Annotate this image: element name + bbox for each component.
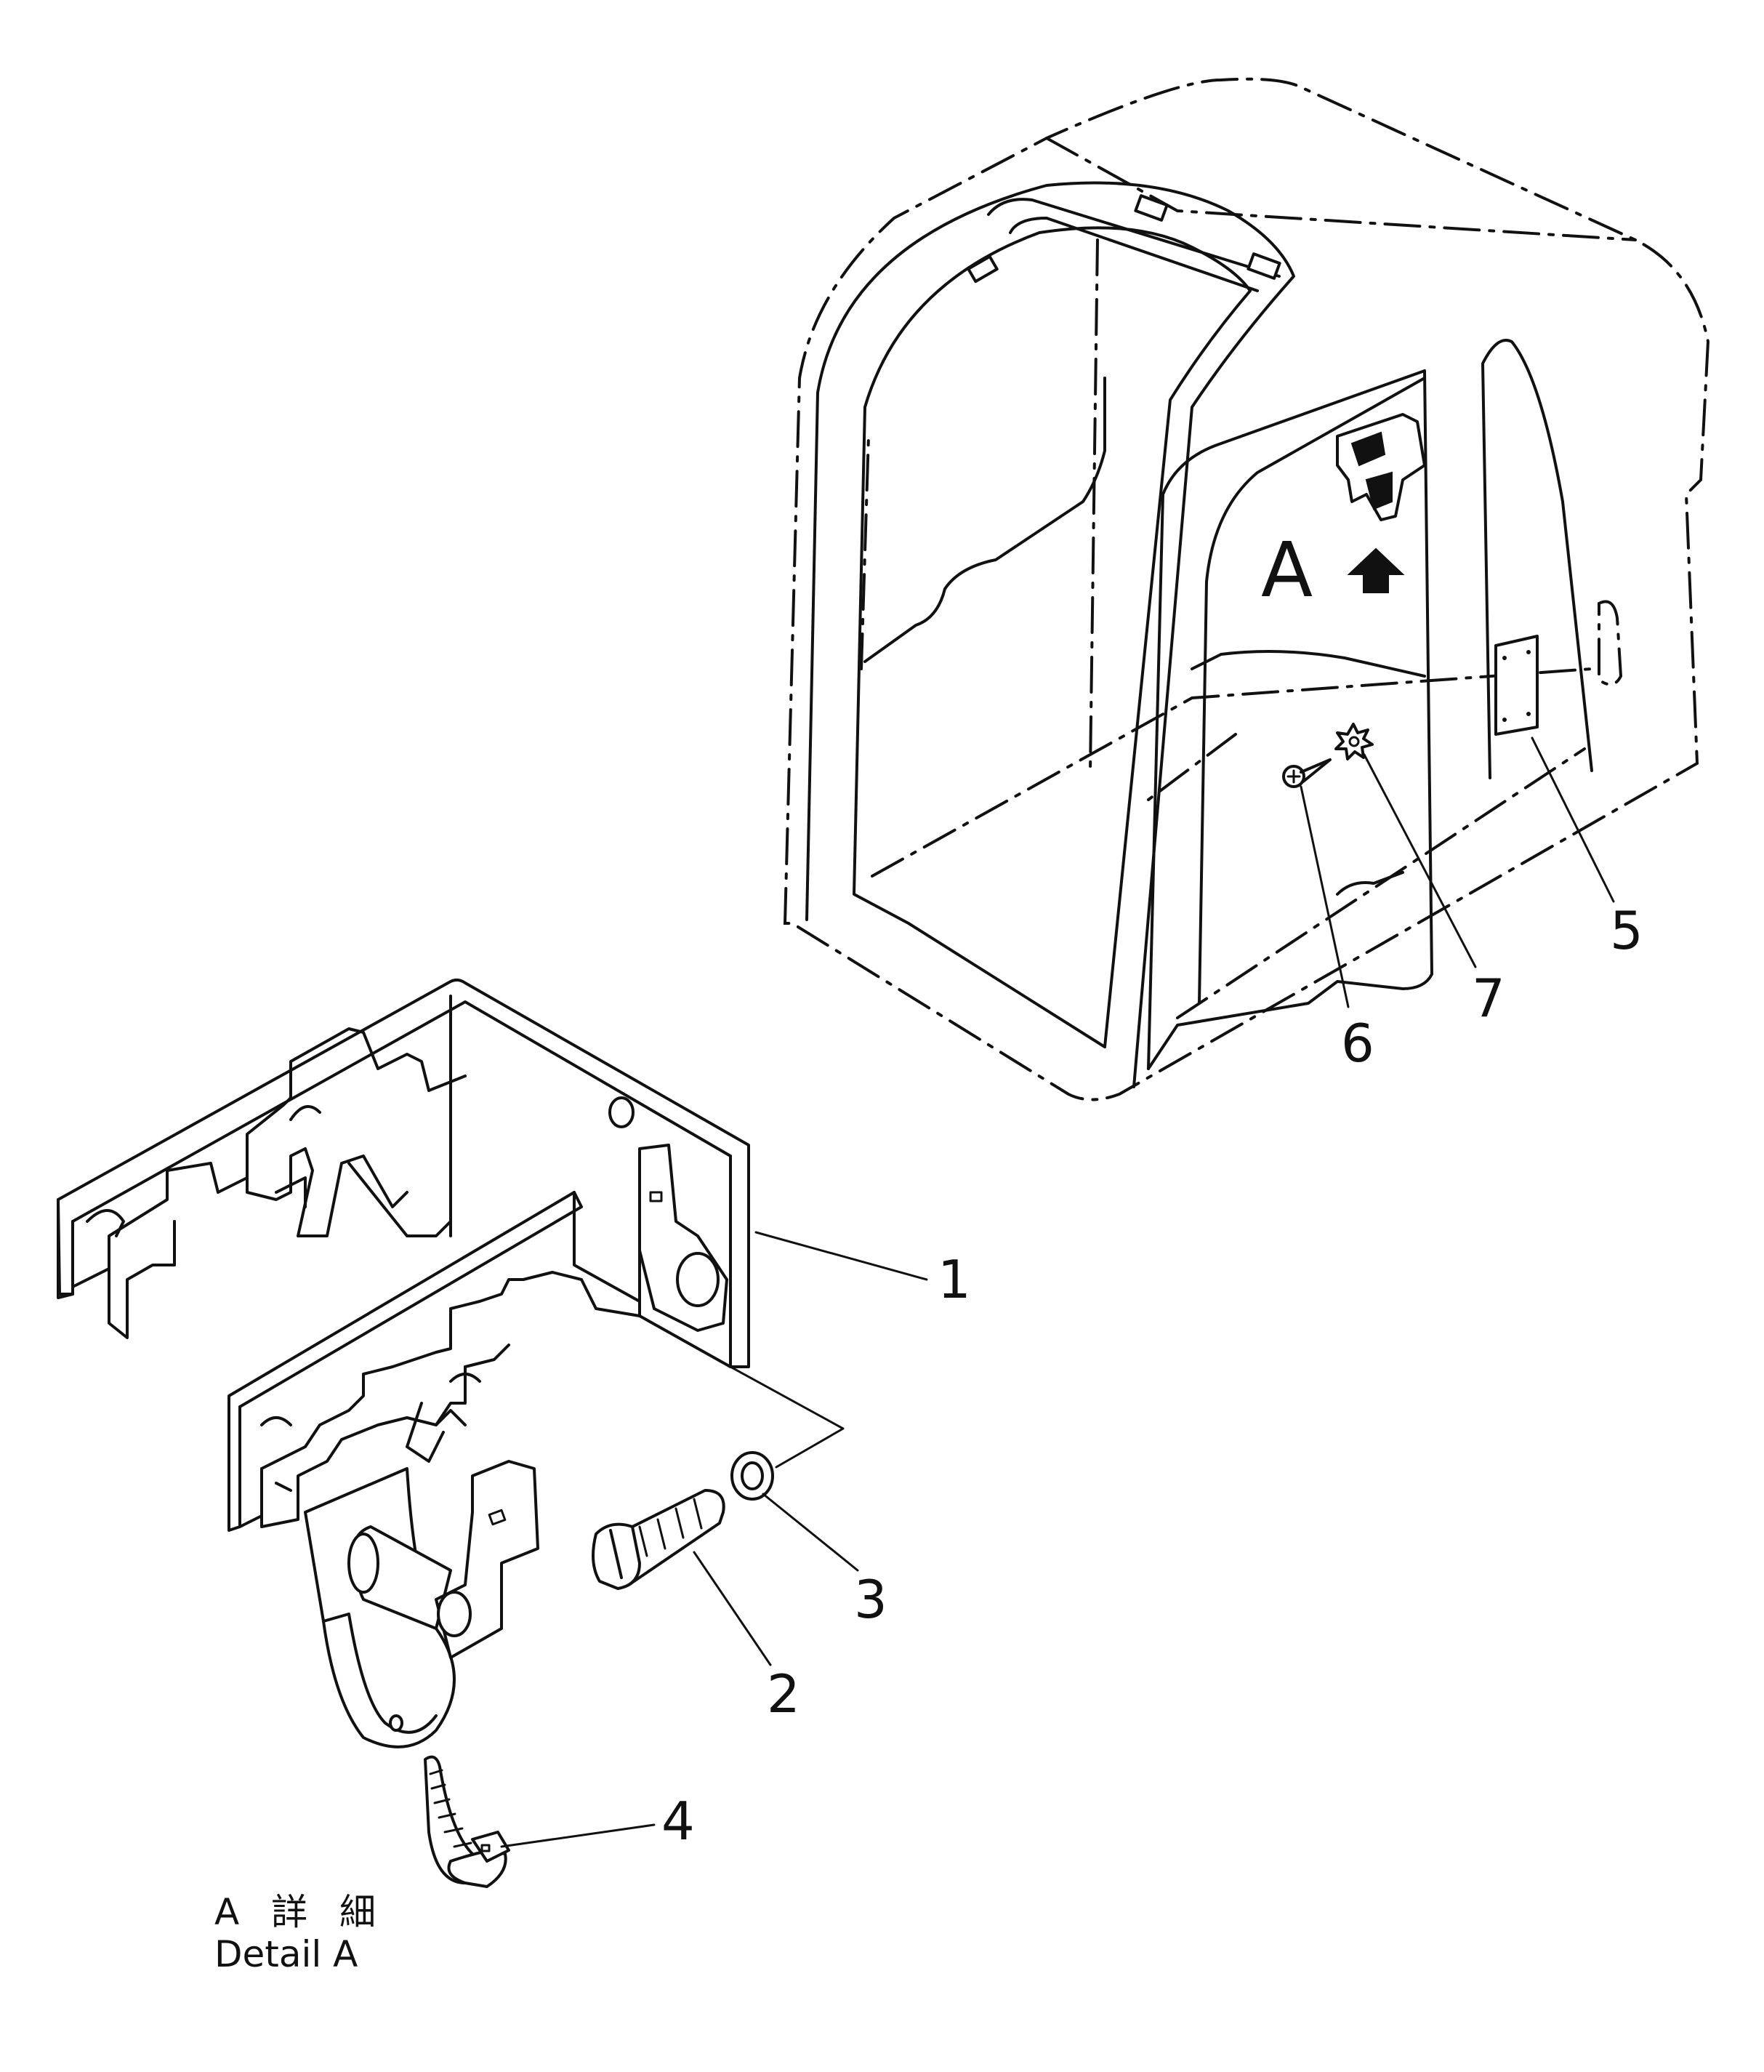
- leader-lines-cab: [1300, 736, 1615, 1008]
- part-6-screw: [1282, 758, 1332, 788]
- bracket-miniature: [1336, 413, 1426, 521]
- callout-7: 7: [1472, 968, 1505, 1029]
- part-2-bolt: [592, 1489, 725, 1590]
- callout-6: 6: [1341, 1013, 1374, 1074]
- caption-japanese: A 詳 細: [214, 1891, 386, 1933]
- view-arrow-icon: [1347, 547, 1405, 593]
- bracket-detail: [57, 978, 750, 1748]
- callout-5: 5: [1610, 900, 1643, 961]
- callout-4: 4: [661, 1791, 695, 1852]
- detail-caption: A 詳 細 Detail A: [214, 1891, 386, 1975]
- part-3-washer: [730, 1451, 774, 1501]
- callout-1: 1: [938, 1249, 971, 1310]
- view-marker: A: [1261, 526, 1405, 614]
- callout-3: 3: [854, 1569, 887, 1630]
- view-marker-label: A: [1261, 526, 1313, 614]
- callout-2: 2: [767, 1663, 800, 1724]
- part-4-cable-tie: [424, 1755, 510, 1888]
- part-7-washer: [1334, 723, 1374, 760]
- leader-lines-detail: [500, 1231, 928, 1848]
- callout-labels: 1 2 3 4 5 6 7: [661, 900, 1643, 1852]
- caption-english: Detail A: [214, 1933, 358, 1975]
- cab-outline: [783, 77, 1710, 1101]
- part-5-plate: [1494, 635, 1539, 736]
